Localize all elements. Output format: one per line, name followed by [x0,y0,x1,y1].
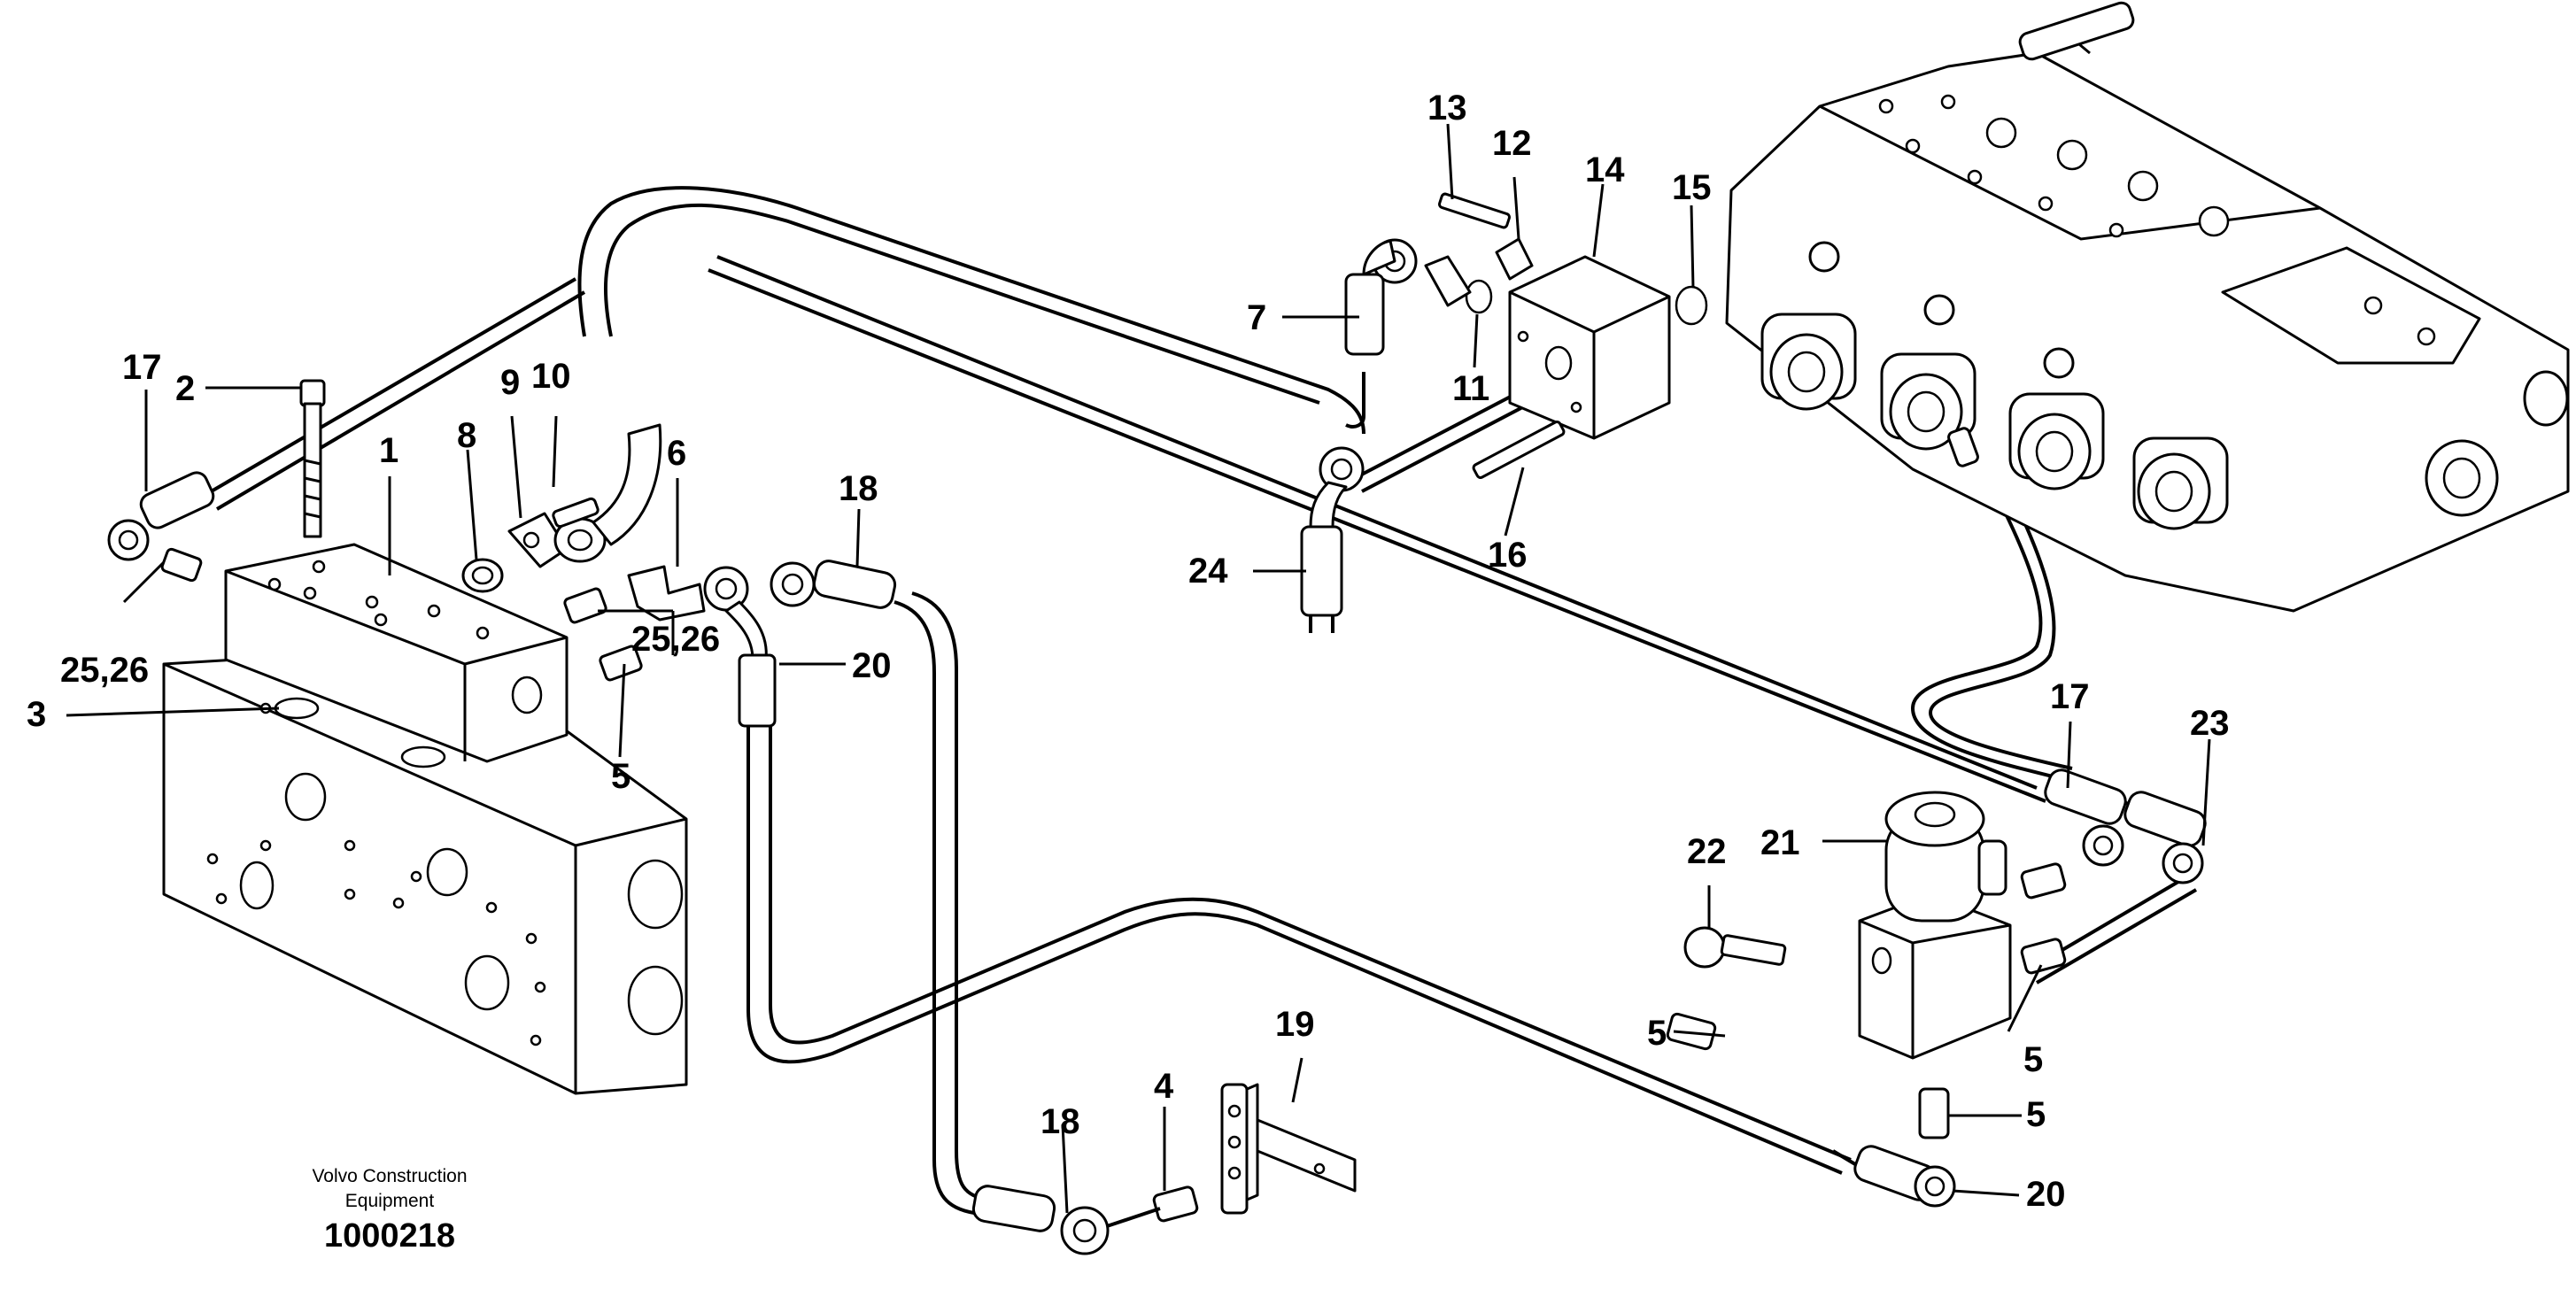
o-ring-3a [274,697,320,720]
callout-22: 22 [1687,832,1727,871]
document-footer: Volvo Construction Equipment 1000218 [312,1166,467,1255]
callout-5-bottom: 5 [2026,1095,2046,1134]
callout-17-right: 17 [2050,677,2090,716]
company-name-line2: Equipment [345,1191,435,1211]
callout-15: 15 [1672,168,1712,207]
callout-18-bottom: 18 [1040,1102,1080,1141]
callout-labels: 17 2 1 3 4 5 5 5 5 6 7 8 9 10 11 12 13 1… [27,89,2230,1214]
callout-5-solenoid-left: 5 [1647,1014,1667,1053]
callout-7: 7 [1247,298,1266,337]
callout-12: 12 [1492,124,1532,163]
callout-8: 8 [457,416,476,455]
callout-13: 13 [1427,89,1467,127]
callout-25-26-middle: 25,26 [631,620,720,659]
callout-6: 6 [667,434,686,473]
hose-lines [202,186,2198,1215]
leader-lines [66,123,2211,1214]
left-fittings [107,423,897,728]
bracket-assembly [971,1083,1357,1255]
solenoid-valve-21 [1666,768,2207,1208]
callout-11: 11 [1452,369,1489,408]
callout-20-right: 20 [2026,1175,2066,1214]
company-name-line1: Volvo Construction [312,1166,467,1186]
callout-16: 16 [1488,536,1528,575]
valve-block-14 [1300,192,1708,633]
callout-19: 19 [1275,1005,1315,1044]
callout-3: 3 [27,695,46,734]
document-number: 1000218 [324,1217,455,1255]
callout-24: 24 [1188,552,1228,591]
callout-2: 2 [175,369,195,408]
callout-5-right-upper: 5 [2023,1040,2043,1079]
o-ring-3b [400,745,446,768]
callout-1: 1 [379,431,398,470]
callout-10: 10 [531,357,571,396]
callout-18-top: 18 [839,469,878,508]
main-valve-bank [1725,1,2570,613]
bolt-2 [299,379,326,538]
lower-valve-block [162,645,688,1095]
distribution-block-1 [224,379,569,768]
callout-5-left: 5 [611,757,630,796]
callout-14: 14 [1585,151,1625,189]
callout-17-left: 17 [122,348,162,387]
callout-9: 9 [500,363,520,402]
callout-25-26-left: 25,26 [60,651,149,690]
callout-23: 23 [2190,704,2230,743]
callout-21: 21 [1760,823,1800,862]
callout-4: 4 [1154,1067,1174,1106]
callout-20-left: 20 [852,646,892,685]
